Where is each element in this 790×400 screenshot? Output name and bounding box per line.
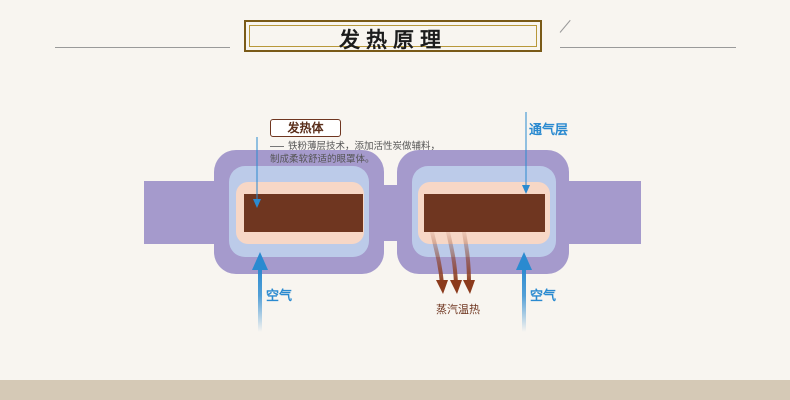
footer-band: [0, 380, 790, 400]
strap-right: [558, 181, 641, 244]
heater-label: 发热体: [270, 119, 341, 137]
steam-label: 蒸汽温热: [436, 303, 480, 316]
air-label-right: 空气: [530, 289, 557, 304]
vent-layer-pointer-arrow: [522, 112, 530, 194]
heater-desc-line2: 制成柔软舒适的眼罩体。: [270, 154, 375, 165]
heater-pointer-arrow: [253, 137, 261, 208]
title-line-right: [560, 47, 736, 48]
heater-desc-line1: 铁粉薄层技术，添加活性炭做辅料，: [270, 141, 440, 153]
title-line-left: [55, 47, 230, 48]
air-label-left: 空气: [266, 289, 293, 304]
heater-pad-left: [244, 194, 363, 232]
strap-left: [144, 181, 224, 244]
steam-arrows: [430, 230, 471, 286]
steam-arrowheads: [436, 280, 475, 294]
desc-dash: [270, 146, 284, 147]
heater-pad-right: [424, 194, 545, 232]
vent-layer-label: 通气层: [529, 123, 569, 138]
page-title: 发热原理: [339, 27, 447, 52]
title-frame: 发热原理: [244, 20, 542, 52]
air-arrow-right: [516, 252, 532, 332]
title-frame-inner: [249, 25, 537, 47]
air-arrow-left: [252, 252, 268, 332]
